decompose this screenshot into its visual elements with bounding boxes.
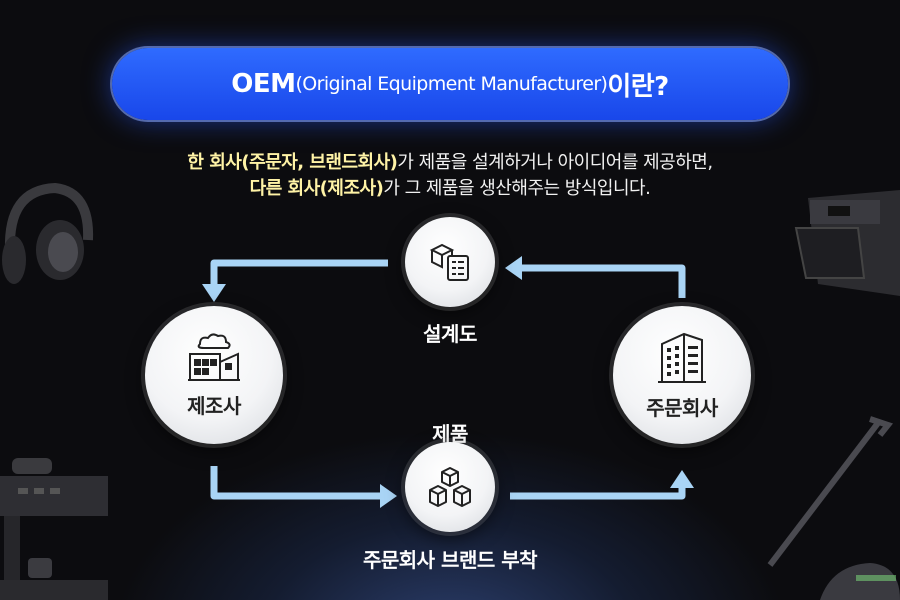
design-node [405, 217, 495, 307]
building-icon [658, 332, 706, 383]
title-banner: OEM(Original Equipment Manufacturer)이란? [112, 48, 788, 120]
description-line-2: 다른 회사(제조사)가 그 제품을 생산해주는 방식입니다. [0, 174, 900, 200]
arrow-product-to-client [510, 486, 686, 500]
manufacturer-label: 제조사 [187, 393, 241, 418]
description-line-1: 한 회사(주문자, 브랜드회사)가 제품을 설계하거나 아이디어를 제공하면, [0, 148, 900, 174]
arrow-manufacturer-to-product [210, 466, 382, 500]
description-highlight-1: 한 회사(주문자, 브랜드회사) [187, 152, 398, 173]
client-node: 주문회사 [613, 306, 751, 444]
blueprint-box-icon [429, 243, 469, 281]
brand-attach-label: 주문회사 브랜드 부착 [362, 548, 538, 572]
description-highlight-2: 다른 회사(제조사) [249, 178, 384, 199]
arrow-client-to-design [520, 264, 686, 298]
vacuum-icon [767, 416, 900, 600]
air-fryer-icon [794, 190, 900, 296]
description-text-2: 가 그 제품을 생산해주는 방식입니다. [383, 178, 651, 199]
factory-icon [188, 332, 240, 381]
manufacturer-node: 제조사 [145, 306, 283, 444]
boxes-icon [429, 467, 471, 507]
client-label: 주문회사 [646, 395, 718, 420]
headphones-icon [2, 182, 94, 284]
title-oem: OEM [231, 69, 296, 99]
description-text-1: 가 제품을 설계하거나 아이디어를 제공하면, [397, 152, 713, 173]
arrow-design-to-manufacturer [210, 259, 388, 288]
design-label: 설계도 [423, 322, 477, 346]
title-full-name: (Original Equipment Manufacturer) [295, 73, 608, 95]
product-node [405, 442, 495, 532]
title-suffix: 이란? [607, 71, 669, 102]
coffee-machine-icon [0, 458, 108, 600]
